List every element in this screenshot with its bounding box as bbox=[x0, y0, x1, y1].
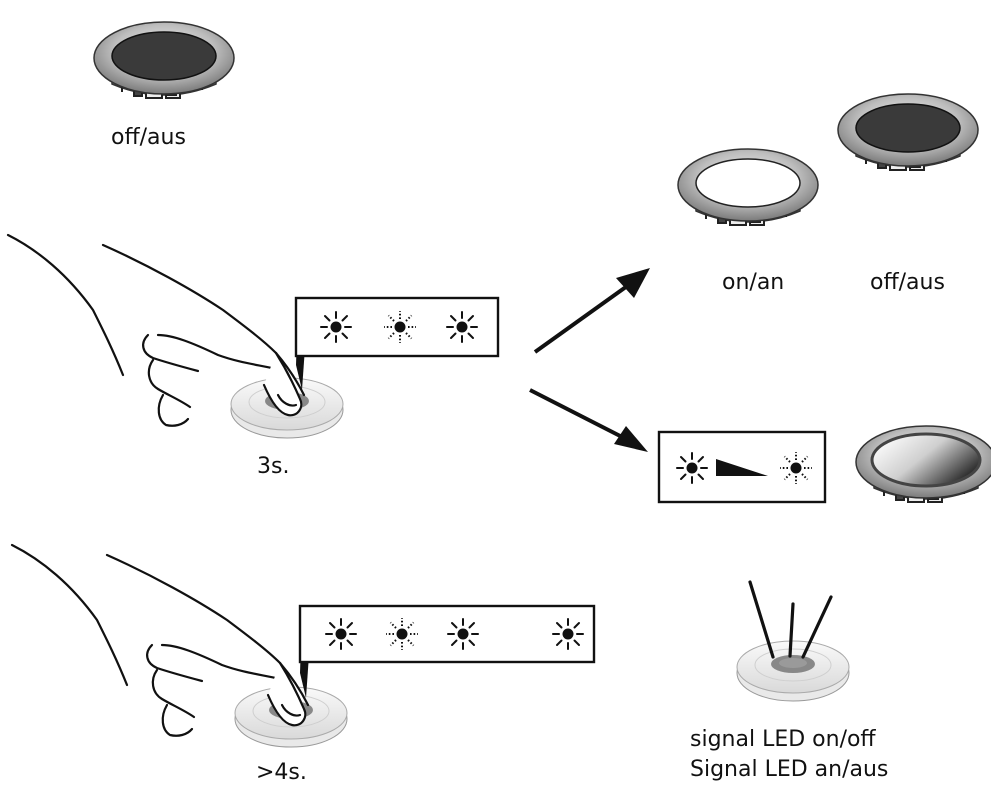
arrow-icon bbox=[529, 388, 648, 452]
sequence-box-short bbox=[294, 296, 500, 358]
dimmer-ramp-icon bbox=[716, 459, 768, 476]
lamp-on bbox=[677, 148, 819, 226]
sun-icon bbox=[447, 618, 479, 650]
sun-icon bbox=[320, 311, 352, 343]
label-press-short: 3s. bbox=[257, 454, 290, 479]
dimmer-box bbox=[657, 430, 827, 504]
signal-rays-icon bbox=[748, 580, 833, 659]
label-signal-en: signal LED on/off bbox=[690, 727, 876, 752]
label-on: on/an bbox=[722, 270, 785, 295]
signal-led bbox=[736, 640, 850, 702]
label-press-long: >4s. bbox=[256, 760, 307, 785]
label-off-right: off/aus bbox=[870, 270, 945, 295]
sun-icon bbox=[552, 618, 584, 650]
lamp-off-top bbox=[93, 21, 235, 99]
label-off-top: off/aus bbox=[111, 125, 186, 150]
sun-icon bbox=[325, 618, 357, 650]
lamp-dimmed bbox=[855, 425, 991, 503]
sun-icon bbox=[446, 311, 478, 343]
arrow-icon bbox=[533, 268, 650, 354]
sequence-box-long bbox=[298, 604, 596, 664]
label-signal-de: Signal LED an/aus bbox=[690, 757, 889, 782]
sun-icon bbox=[676, 452, 708, 484]
lamp-off-right bbox=[837, 93, 979, 171]
